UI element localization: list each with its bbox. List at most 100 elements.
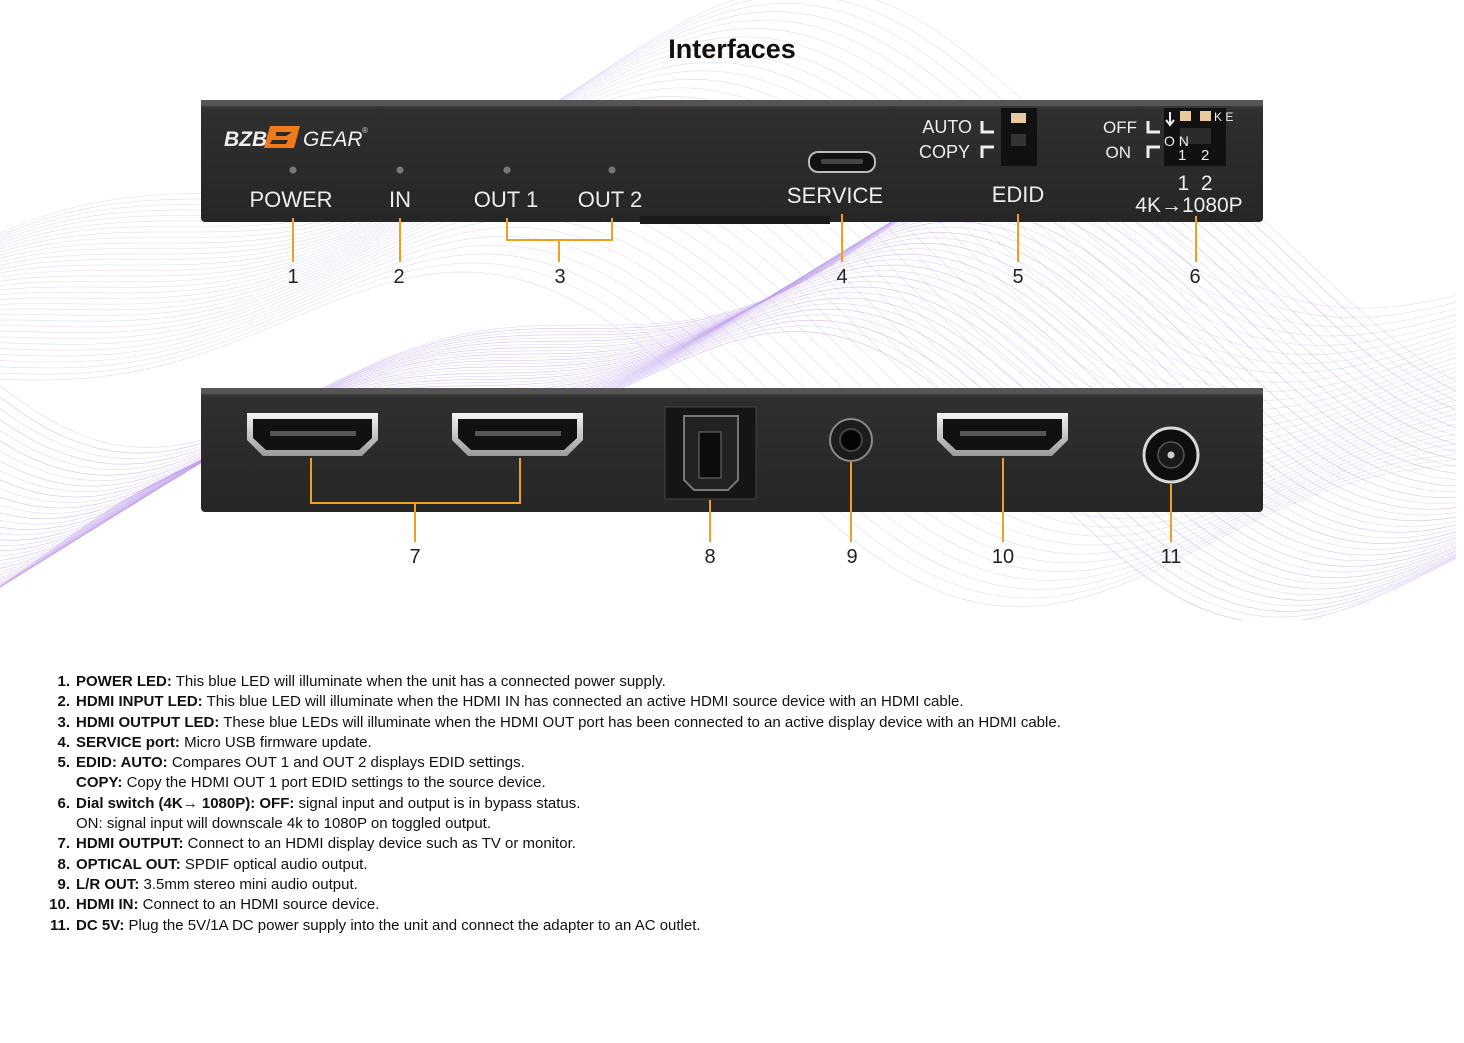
item-text: Compares OUT 1 and OUT 2 displays EDID s… (167, 754, 525, 772)
svg-text:BZB: BZB (224, 128, 267, 151)
front-callouts: 1 2 3 4 5 6 (287, 214, 1201, 288)
item-label: L/R OUT: (76, 875, 140, 893)
power-label: POWER (249, 187, 332, 212)
item-number: 2. (57, 693, 70, 711)
edid-auto-label: AUTO (922, 117, 972, 137)
dip-number-1: 1 (1178, 147, 1186, 164)
interface-description-list: 1. POWER LED: This blue LED will illumina… (40, 672, 1440, 936)
page-title: Interfaces (668, 34, 796, 64)
callout-bracket-7 (310, 458, 521, 542)
dip-on-vertical-label: O N (1164, 133, 1189, 149)
item-label: EDID: AUTO: (76, 754, 168, 772)
item-number: 10. (49, 896, 70, 914)
callout-number: 3 (554, 266, 565, 288)
device-illustration: BZB GEAR ® POWER IN OUT 1 OUT 2 SERVICE … (201, 100, 1263, 568)
item-number: 7. (57, 835, 70, 853)
list-item: 5. EDID: AUTO: Compares OUT 1 and OUT 2 d… (40, 753, 1440, 794)
list-item: 2. HDMI INPUT LED: This blue LED will ill… (40, 692, 1440, 712)
callout-number: 5 (1012, 266, 1023, 288)
item-label: Dial switch (4K→ 1080P): OFF: (76, 794, 295, 812)
item-text: SPDIF optical audio output. (180, 855, 368, 873)
item-text: Micro USB firmware update. (179, 733, 372, 751)
item-label: OPTICAL OUT: (76, 855, 181, 873)
out2-label: OUT 2 (578, 187, 642, 212)
dip-switch-caption: 4K→1080P (1135, 194, 1242, 217)
edid-auto-marker (980, 121, 994, 134)
dip-number-2: 2 (1201, 147, 1209, 164)
dip-switch[interactable] (1164, 108, 1226, 166)
item-label: DC 5V: (76, 916, 125, 934)
item-number: 1. (57, 673, 70, 690)
list-item: 11. DC 5V: Plug the 5V/1A DC power supply… (40, 916, 1440, 936)
dc-power-jack (1142, 426, 1200, 484)
callout-number: 2 (393, 266, 404, 288)
item-number: 8. (57, 855, 70, 873)
item-text: 3.5mm stereo mini audio output. (139, 875, 358, 893)
callout-number: 11 (1161, 546, 1182, 568)
callout-number: 4 (836, 266, 847, 288)
item-number: 11. (49, 916, 70, 934)
list-item: 1. POWER LED: This blue LED will illumina… (40, 672, 1440, 692)
list-item: 7. HDMI OUTPUT: Connect to an HDMI displa… (40, 834, 1440, 854)
callout-number: 8 (704, 546, 715, 568)
item-text: This blue LED will illuminate when the H… (202, 693, 964, 711)
item-second-line: COPY: Copy the HDMI OUT 1 port EDID sett… (76, 773, 1440, 793)
list-item: 4.SERVICE port: Micro USB firmware updat… (40, 733, 1440, 753)
list-item: 3. HDMI OUTPUT LED: These blue LEDs will … (40, 713, 1440, 733)
list-item: 8. OPTICAL OUT: SPDIF optical audio outpu… (40, 855, 1440, 875)
callout-number: 10 (992, 546, 1014, 568)
item-number: 6. (57, 794, 70, 812)
callout-number: 6 (1189, 266, 1200, 288)
edid-label: EDID (992, 182, 1045, 207)
item-text: signal input and output is in bypass sta… (294, 794, 581, 812)
in-label: IN (389, 187, 411, 212)
list-item: 9. L/R OUT: 3.5mm stereo mini audio outpu… (40, 875, 1440, 895)
front-panel: BZB GEAR ® POWER IN OUT 1 OUT 2 SERVICE … (201, 100, 1263, 224)
input-led (396, 166, 404, 174)
output1-led (503, 166, 511, 174)
item-label: HDMI IN: (76, 896, 139, 914)
callout-bracket-3 (506, 218, 613, 262)
item-label: COPY: (76, 774, 123, 792)
dip-switch-numbers: 1 2 (1177, 172, 1212, 195)
rear-callouts: 7 8 9 10 11 (310, 458, 1182, 568)
item-number: 5. (57, 754, 70, 772)
item-text: Connect to an HDMI source device. (138, 896, 380, 914)
service-label: SERVICE (787, 183, 883, 208)
item-number: 3. (57, 713, 70, 731)
dip-off-marker (1146, 121, 1160, 134)
item-text: ON: signal input will downscale 4k to 10… (76, 815, 491, 833)
callout-number: 9 (846, 546, 857, 568)
item-text: This blue LED will illuminate when the u… (171, 673, 666, 690)
item-label: HDMI OUTPUT LED: (76, 713, 220, 731)
item-text: Copy the HDMI OUT 1 port EDID settings t… (122, 774, 546, 792)
list-item: 6. Dial switch (4K→ 1080P): OFF: signal i… (40, 794, 1440, 835)
out1-label: OUT 1 (474, 187, 538, 212)
rear-panel (201, 388, 1263, 512)
brand-logo: BZB GEAR ® (224, 126, 368, 151)
item-label: POWER LED: (76, 673, 172, 690)
item-label: HDMI OUTPUT: (76, 835, 184, 853)
svg-text:GEAR: GEAR (303, 128, 363, 151)
item-number: 4. (57, 733, 70, 751)
item-text: Plug the 5V/1A DC power supply into the … (124, 916, 701, 934)
svg-text:®: ® (362, 126, 368, 135)
hdmi-input-port (937, 413, 1068, 456)
hdmi-output-port-2 (452, 413, 583, 456)
edid-switch[interactable] (1001, 108, 1037, 166)
output2-led (608, 166, 616, 174)
item-text: These blue LEDs will illuminate when the… (219, 713, 1061, 731)
dip-off-label: OFF (1103, 118, 1137, 137)
dip-ke-label: K E (1214, 110, 1233, 124)
dip-on-marker (1146, 145, 1160, 158)
callout-number: 1 (287, 266, 298, 288)
item-second-line: ON: signal input will downscale 4k to 10… (76, 814, 1440, 834)
hdmi-output-port-1 (247, 413, 378, 456)
edid-copy-marker (980, 145, 994, 158)
optical-out-port (664, 406, 757, 500)
list-item: 10. HDMI IN: Connect to an HDMI source de… (40, 895, 1440, 915)
item-text: Connect to an HDMI display device such a… (183, 835, 576, 853)
dip-on-label: ON (1106, 143, 1132, 162)
item-number: 9. (57, 875, 70, 893)
item-label: HDMI INPUT LED: (76, 693, 203, 711)
